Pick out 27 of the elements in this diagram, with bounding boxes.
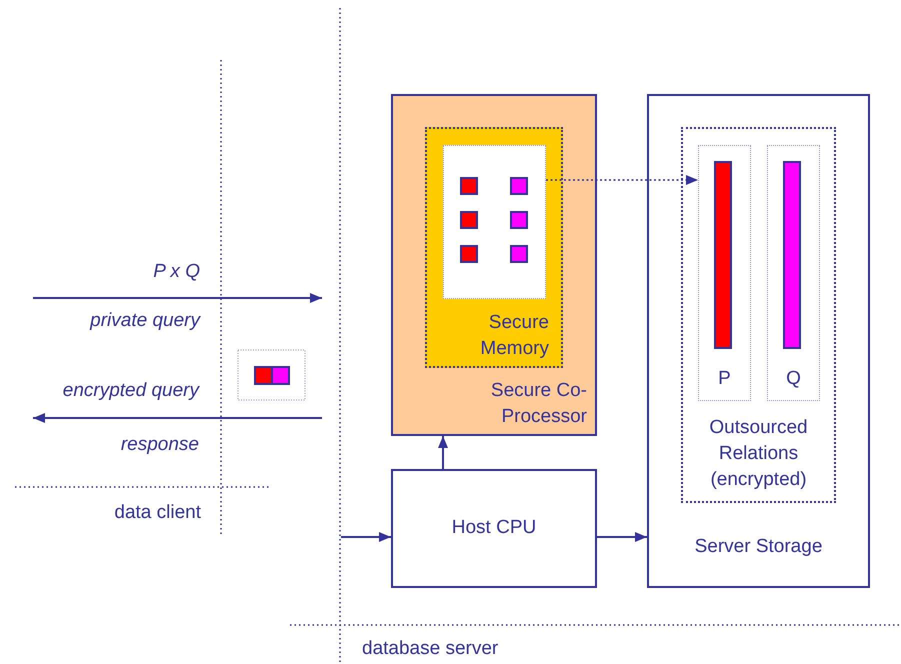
- message-label: P x Q: [153, 260, 200, 284]
- memory-area: [443, 145, 546, 299]
- cpu-box: [391, 469, 597, 588]
- box-label: Q: [785, 367, 802, 391]
- zone-label: database server: [362, 637, 498, 661]
- relations-box: [681, 127, 836, 503]
- box-label: P: [717, 367, 732, 391]
- memory-box: [425, 127, 563, 368]
- storage-box: [647, 94, 870, 588]
- box-label: Host CPU: [450, 516, 538, 540]
- arrow: [597, 532, 647, 542]
- coprocessor-box: [391, 94, 597, 436]
- message-label: response: [120, 433, 199, 457]
- zone-label: data client: [114, 501, 201, 525]
- box-label: Server Storage: [694, 535, 824, 559]
- column-box: [767, 145, 820, 401]
- arrow: [341, 532, 391, 542]
- arrow: [438, 436, 448, 469]
- message-label: private query: [90, 309, 200, 333]
- arrow: [546, 175, 698, 185]
- box-label: Secure Memory: [479, 311, 549, 361]
- message-label: encrypted query: [62, 379, 199, 403]
- column-bar: [714, 161, 732, 349]
- box-label: Outsourced Relations (encrypted): [708, 416, 809, 492]
- column-bar: [783, 161, 801, 349]
- column-box: [698, 145, 751, 401]
- box-label: Secure Co-Processor: [490, 379, 587, 429]
